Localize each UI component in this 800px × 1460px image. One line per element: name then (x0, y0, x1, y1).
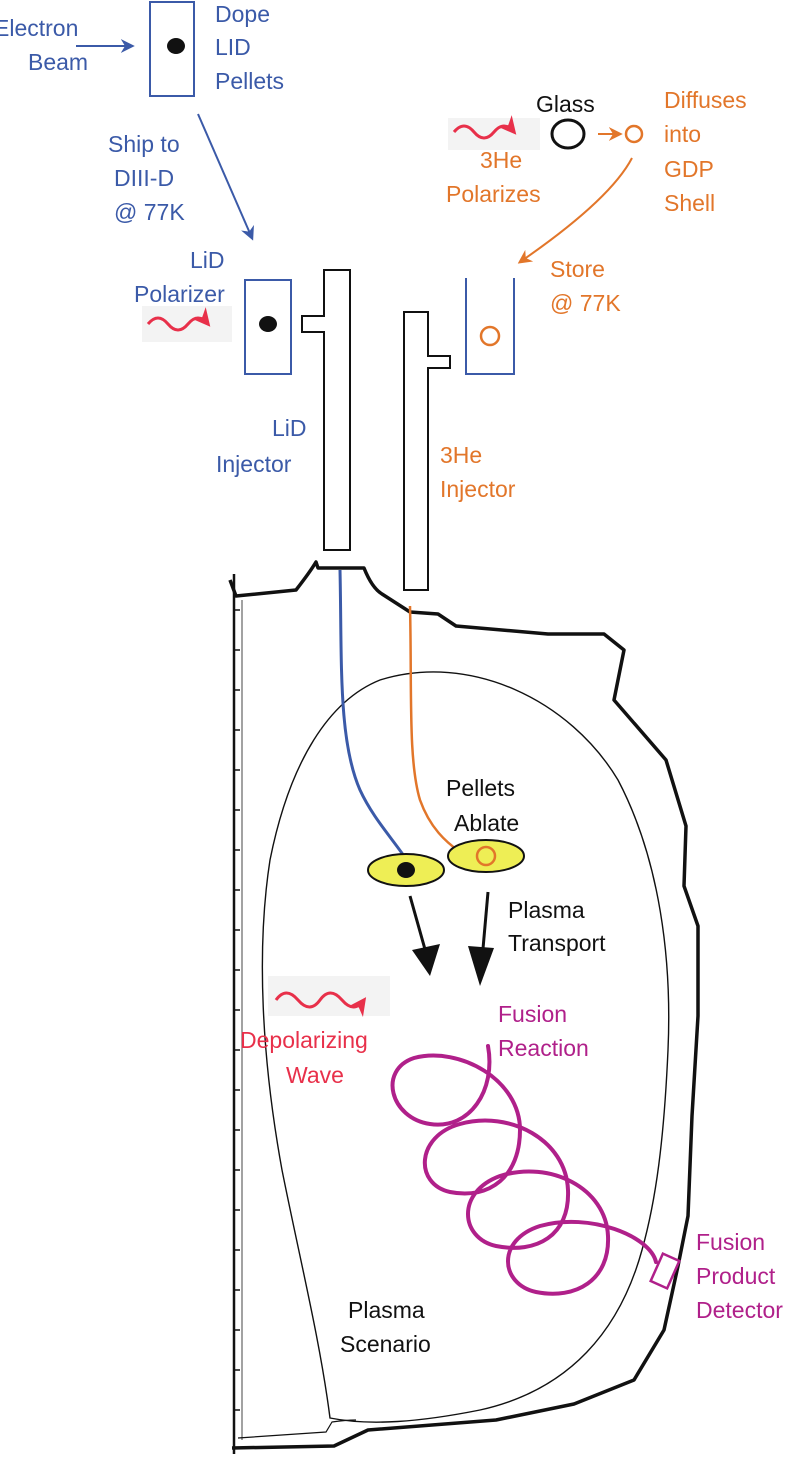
wavy-arrow-icon (452, 115, 517, 140)
glass-shell-icon (550, 118, 586, 150)
glass-label: Glass (536, 91, 595, 117)
at77k-label: @ 77K (114, 199, 185, 225)
wavy-arrow-icon (146, 307, 211, 332)
pellets-ablate-label-2: Ablate (454, 810, 519, 836)
fusion-reaction-label-1: Fusion (498, 1001, 567, 1027)
pellet-icon (167, 38, 185, 54)
he3-trajectory (408, 605, 461, 854)
dope-box (149, 1, 195, 97)
pellets-ablate-label-1: Pellets (446, 775, 515, 801)
injector-label-2: Injector (440, 476, 516, 502)
store-container (465, 278, 515, 375)
ship-arrow (197, 113, 254, 241)
store-arrow (517, 157, 633, 264)
lid-trajectory (338, 569, 406, 857)
center-column-ticks (234, 609, 240, 1411)
plasma-transport-label-1: Plasma (508, 897, 585, 923)
diffuses-label: Diffuses (664, 87, 747, 113)
wave-bg-3 (268, 976, 390, 1016)
injector-label-1: Injector (216, 451, 292, 477)
gdp-label: GDP (664, 156, 714, 182)
fusion-product-label-1: Fusion (696, 1229, 765, 1255)
plasma-boundary (261, 671, 670, 1423)
lid-caps-label: LID (215, 34, 251, 60)
he3-label: 3He (480, 147, 522, 173)
lid-label: LiD (190, 247, 225, 273)
fusion-helix (390, 1044, 658, 1296)
he3-injector (403, 311, 451, 591)
into-label: into (664, 121, 701, 147)
plasma-scenario-label-2: Scenario (340, 1331, 431, 1357)
fusion-reaction-label-2: Reaction (498, 1035, 589, 1061)
electron-label: Electron (0, 15, 78, 41)
beam-label: Beam (28, 49, 88, 75)
ship-to-label: Ship to (108, 131, 180, 157)
diiid-label: DIII-D (114, 165, 174, 191)
lid-polarizer-box (244, 279, 292, 375)
lid-injector (301, 269, 351, 551)
transport-arrow-2-head (468, 946, 494, 986)
transport-arrow-1-head (412, 944, 440, 976)
he3-pellet-icon (475, 845, 497, 867)
pellet-icon (397, 862, 415, 878)
store-label: Store (550, 256, 605, 282)
plasma-transport-label-2: Transport (508, 930, 606, 956)
vessel-wall (228, 560, 700, 1450)
fusion-product-detector (649, 1251, 681, 1291)
shell-label: Shell (664, 190, 715, 216)
depolarizing-label: Depolarizing (240, 1027, 368, 1053)
fusion-product-label-3: Detector (696, 1297, 783, 1323)
pellets-label: Pellets (215, 68, 284, 94)
he3-pellet-icon (479, 325, 501, 347)
wave-label: Wave (286, 1062, 344, 1088)
polarizer-label: Polarizer (134, 281, 225, 307)
wavy-arrow-icon (274, 991, 367, 1017)
divertor-line (237, 1419, 357, 1439)
store-77k-label: @ 77K (550, 290, 621, 316)
lid-injector-label: LiD (272, 415, 307, 441)
pellet-icon (259, 316, 277, 332)
polarizes-label: Polarizes (446, 181, 541, 207)
he3-injector-label: 3He (440, 442, 482, 468)
gdp-shell-icon (624, 124, 644, 144)
plasma-scenario-label-1: Plasma (348, 1297, 425, 1323)
dope-label: Dope (215, 1, 270, 27)
fusion-product-label-2: Product (696, 1263, 776, 1289)
he3-ablation-cloud (447, 839, 525, 873)
